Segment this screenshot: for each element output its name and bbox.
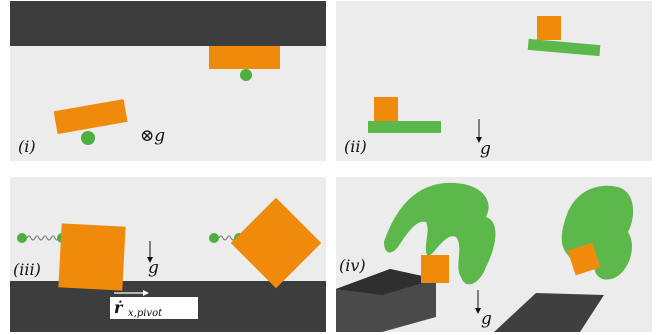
velocity-label: ṙ [114, 298, 124, 317]
plate-left [368, 121, 441, 133]
gravity-label-iv: g [481, 309, 492, 329]
top-ball [240, 69, 252, 81]
panel-label-iv: (iv) [339, 256, 366, 275]
top-box [209, 46, 280, 69]
panel-iv-canvas: g (iv) [336, 182, 634, 332]
gravity-label-iii: g [148, 258, 159, 278]
velocity-label-box [110, 297, 198, 319]
ceiling-surface [10, 1, 326, 46]
panel-ii: (ii) g [336, 1, 652, 161]
velocity-subscript: x,pivot [128, 308, 163, 319]
small-box-right [537, 16, 561, 40]
panel-label-i: (i) [18, 137, 36, 156]
panel-iii-canvas: g ṙ x,pivot (iii) [10, 197, 326, 332]
tilted-box [53, 99, 128, 135]
pivot-box-right [230, 197, 322, 289]
panel-label-ii: (ii) [344, 137, 367, 156]
gravity-arrow-head-iii [147, 257, 153, 263]
cube-right [567, 242, 601, 276]
pivot-box-left [58, 223, 126, 291]
velocity-arrow-head [143, 290, 149, 296]
spring-ball-right-1 [209, 233, 219, 243]
plate-right [527, 38, 601, 57]
small-box-left [374, 97, 398, 121]
hand-left [384, 182, 496, 285]
panel-i: (i) ⊗g [10, 1, 326, 161]
panel-iv: g (iv) [336, 177, 652, 332]
spring-ball-left-1 [17, 233, 27, 243]
panel-iii: g ṙ x,pivot (iii) [10, 177, 326, 332]
panel-label-iii: (iii) [13, 260, 41, 279]
gravity-arrow-head-ii [476, 137, 482, 143]
panel-i-canvas: (i) ⊗g [10, 1, 326, 156]
table-top-left [336, 269, 436, 295]
table-right [494, 293, 604, 332]
gravity-arrow-head-iv [475, 308, 481, 314]
gravity-label-i: ⊗g [140, 126, 165, 146]
panel-ii-canvas: (ii) g [344, 16, 601, 159]
cube-left [421, 255, 449, 283]
gravity-label-ii: g [480, 139, 491, 159]
bottom-ball [81, 131, 95, 145]
